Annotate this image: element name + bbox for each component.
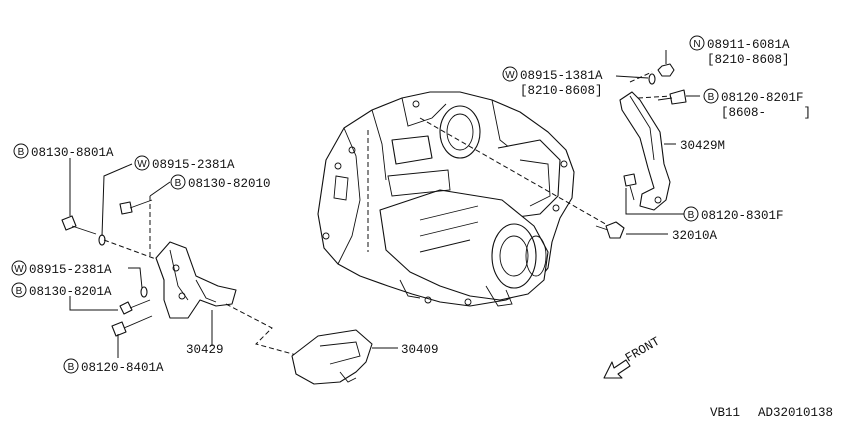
part-date-range: [8210-8608]: [520, 84, 603, 98]
leader-line: [149, 181, 171, 197]
svg-text:W: W: [505, 70, 515, 81]
part-prefix-circle: W: [502, 66, 518, 82]
part-number-label: 30409: [401, 343, 439, 357]
front-direction-arrow: FRONT: [603, 334, 663, 379]
part-number-label: 08130-8801A: [31, 146, 114, 160]
part-number-label: 08120-8201F: [721, 91, 804, 105]
reference-line: [629, 71, 673, 99]
svg-text:B: B: [175, 178, 182, 189]
part-number-label: 08120-8401A: [81, 361, 164, 375]
svg-text:B: B: [18, 147, 25, 158]
part-prefix-circle: W: [134, 155, 150, 171]
bolt-08130-8801A: [61, 215, 97, 235]
leader-line: [69, 296, 118, 311]
svg-text:B: B: [708, 92, 715, 103]
part-prefix-circle: N: [689, 35, 705, 51]
washer-08915-2381A-bottom: [140, 286, 148, 298]
part-number-label: 08130-8201A: [29, 285, 112, 299]
svg-text:B: B: [688, 210, 695, 221]
bolt-08130-8201A: [119, 299, 151, 315]
part-prefix-circle: W: [11, 260, 27, 276]
front-mount-bracket: [155, 241, 237, 319]
part-number-label: 08911-6081A: [707, 38, 790, 52]
svg-text:B: B: [16, 286, 23, 297]
part-prefix-circle: B: [683, 206, 699, 222]
reference-line: [103, 196, 165, 263]
part-prefix-circle: B: [170, 174, 186, 190]
bolt-08120-8301F: [623, 173, 637, 201]
part-number-label: 30429: [186, 343, 224, 357]
part-prefix-circle: B: [11, 282, 27, 298]
nut-08911: [657, 63, 675, 77]
model-code: VB11: [710, 406, 740, 420]
svg-text:B: B: [68, 362, 75, 373]
bolt-08120-8401A: [111, 315, 153, 337]
cover-30409: [291, 329, 373, 385]
bolt-08120-8201F: [657, 89, 687, 105]
svg-text:W: W: [137, 159, 147, 170]
svg-text:N: N: [693, 39, 700, 50]
reference-line: [419, 117, 617, 231]
leader-line: [625, 188, 684, 215]
leader-line: [128, 267, 143, 289]
reference-line: [225, 303, 301, 357]
front-label: FRONT: [623, 334, 663, 365]
part-number-label: 30429M: [680, 139, 725, 153]
part-number-label: 08120-8301F: [701, 209, 784, 223]
part-date-range: [8210-8608]: [707, 53, 790, 67]
transmission-housing: [317, 91, 575, 307]
washer-08915-1381A: [648, 73, 656, 85]
leader-line: [615, 75, 649, 79]
diagram-reference: AD32010138: [758, 406, 833, 420]
part-date-range: [8608- ]: [721, 106, 811, 120]
svg-text:W: W: [14, 264, 24, 275]
bolt-08130-82010: [119, 199, 153, 215]
part-number-label: 32010A: [672, 229, 718, 243]
leader-line: [101, 163, 133, 237]
rear-mount-bracket: [619, 91, 671, 211]
part-prefix-circle: B: [63, 358, 79, 374]
bolt-32010A: [595, 221, 625, 239]
part-number-label: 08130-82010: [188, 177, 271, 191]
part-prefix-circle: B: [703, 88, 719, 104]
part-prefix-circle: B: [13, 143, 29, 159]
part-number-label: 08915-2381A: [29, 263, 112, 277]
part-number-label: 08915-1381A: [520, 69, 603, 83]
part-number-label: 08915-2381A: [152, 158, 235, 172]
